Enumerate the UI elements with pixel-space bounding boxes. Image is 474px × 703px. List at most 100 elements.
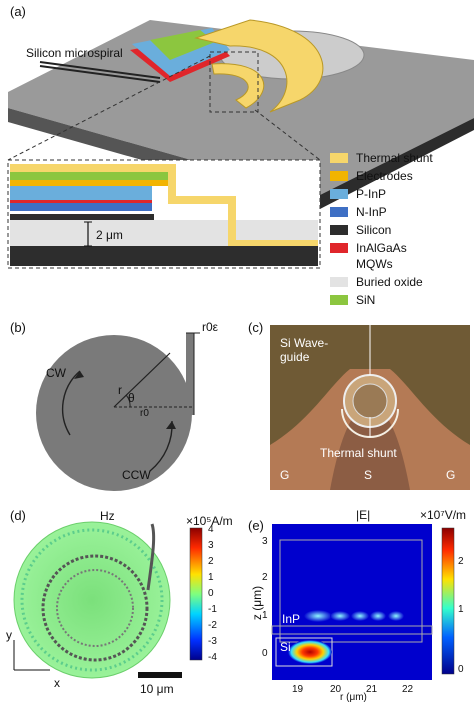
- d-scale-label: 10 μm: [140, 682, 174, 696]
- spiral-mode-inner: [56, 569, 134, 647]
- y-axis-label: y: [6, 628, 12, 642]
- legend-sin: SiN: [330, 293, 375, 307]
- cs-ninp: [10, 203, 152, 211]
- panel-d-field-map: [13, 521, 203, 679]
- bond-outline: [271, 625, 433, 635]
- d-scale-bar: [138, 672, 182, 678]
- spiral-mode-outer: [41, 554, 149, 662]
- e-spot-4: [370, 611, 386, 621]
- e-xtick-22: 22: [402, 684, 414, 695]
- panel-e-label: (e): [248, 518, 264, 533]
- e-colorbar: [441, 527, 455, 675]
- e-cb-tick-1: 1: [458, 604, 464, 615]
- cs-scale-label: 2 μm: [96, 228, 123, 242]
- cs-electrode: [10, 180, 168, 186]
- cs-mqw: [10, 200, 152, 203]
- legend-inalgaas: InAlGaAs: [330, 241, 407, 255]
- theta-label: θ: [128, 391, 135, 405]
- center-pad: [330, 405, 410, 490]
- hz-tick-5: -1: [208, 604, 217, 615]
- microdisk: [36, 335, 192, 491]
- legend-ninp: N-InP: [330, 205, 387, 219]
- panel-b-label: (b): [10, 320, 26, 335]
- swatch-sin: [330, 295, 348, 305]
- waveguide-label: Si Wave-: [280, 336, 329, 350]
- e-xtick-19: 19: [292, 684, 304, 695]
- e-spot-1: [304, 610, 332, 622]
- panel-a-label: (a): [10, 4, 26, 19]
- cw-arrow: [61, 370, 81, 436]
- e-spot-5: [388, 611, 404, 621]
- cs-pinp: [10, 186, 152, 200]
- waveguide-label-2: guide: [280, 350, 310, 364]
- inp-label: InP: [282, 612, 301, 626]
- ccw-arrowhead: [166, 421, 176, 429]
- microdisk-inner: [352, 383, 388, 419]
- swatch-buried-oxide: [330, 277, 348, 287]
- swatch-pinp: [330, 189, 348, 199]
- legend-thermal-shunt: Thermal shunt: [330, 151, 433, 165]
- hz-tick-6: -2: [208, 620, 217, 631]
- hz-tick-1: 3: [208, 540, 214, 551]
- e-hotspot: [288, 640, 332, 664]
- e-title: |E|: [356, 508, 371, 522]
- cs-silicon-substrate: [10, 246, 318, 266]
- inp-outline: [279, 539, 423, 643]
- g-right-label: G: [446, 468, 456, 482]
- e-spot-2: [330, 611, 350, 621]
- e-ytick-3: 3: [262, 536, 268, 547]
- thermal-shunt-outer: [194, 19, 324, 113]
- legend-buried-oxide: Buried oxide: [330, 275, 423, 289]
- e-unit: ×10⁷V/m: [420, 508, 467, 522]
- e-ytick-0: 0: [262, 648, 268, 659]
- legend-electrodes: Electrodes: [330, 169, 413, 183]
- si-label: Si: [280, 640, 291, 654]
- swatch-thermal-shunt: [330, 153, 348, 163]
- field-disk: [13, 521, 171, 679]
- e-cb-tick-0: 0: [458, 664, 464, 675]
- hz-tick-7: -3: [208, 636, 217, 647]
- swatch-inalgaas: [330, 243, 348, 253]
- field-ripples: [20, 528, 164, 672]
- e-xtick-21: 21: [366, 684, 378, 695]
- waveguide-line: [39, 61, 161, 79]
- panel-c-micrograph: [270, 325, 470, 490]
- e-cb-tick-2: 2: [458, 556, 464, 567]
- swatch-electrodes: [330, 171, 348, 181]
- spiral-label: Silicon microspiral: [26, 46, 123, 60]
- panel-e-field-map: [271, 524, 455, 680]
- hz-tick-8: -4: [208, 652, 217, 663]
- e-xtick-20: 20: [330, 684, 342, 695]
- hz-tick-0: 4: [208, 524, 214, 535]
- r0eps-label: r0ε: [202, 320, 219, 334]
- panel-b-figure: [36, 332, 200, 491]
- g-left-label: G: [280, 468, 290, 482]
- panel-c-label: (c): [248, 320, 264, 335]
- x-axis-label: x: [54, 676, 60, 690]
- e-spot-3: [351, 611, 369, 621]
- theta-arc: [125, 394, 131, 408]
- waveguide-line-2: [39, 65, 161, 83]
- shunt-label: Thermal shunt: [320, 446, 397, 460]
- spiral-tail: [146, 523, 156, 591]
- ccw-label: CCW: [122, 468, 151, 482]
- platform-side: [318, 118, 474, 210]
- legend-pinp: P-InP: [330, 187, 386, 201]
- zoom-box: [209, 51, 259, 113]
- legend-mqws: MQWs: [356, 257, 393, 271]
- hz-unit: ×10⁵A/m: [186, 514, 233, 528]
- thermal-shunt-inner: [211, 63, 265, 109]
- hz-tick-4: 0: [208, 588, 214, 599]
- hz-title: Hz: [100, 509, 115, 523]
- e-ylabel: z (μm): [250, 585, 265, 621]
- panel-d-label: (d): [10, 508, 26, 523]
- swatch-silicon: [330, 225, 348, 235]
- zoom-line-left: [7, 55, 211, 161]
- radius-line: [113, 352, 171, 408]
- hz-colorbar: [189, 527, 203, 661]
- hz-tick-2: 2: [208, 556, 214, 567]
- e-ytick-1: 1: [262, 610, 268, 621]
- s-label: S: [364, 468, 373, 482]
- swatch-ninp: [330, 207, 348, 217]
- r0-label: r0: [140, 408, 149, 419]
